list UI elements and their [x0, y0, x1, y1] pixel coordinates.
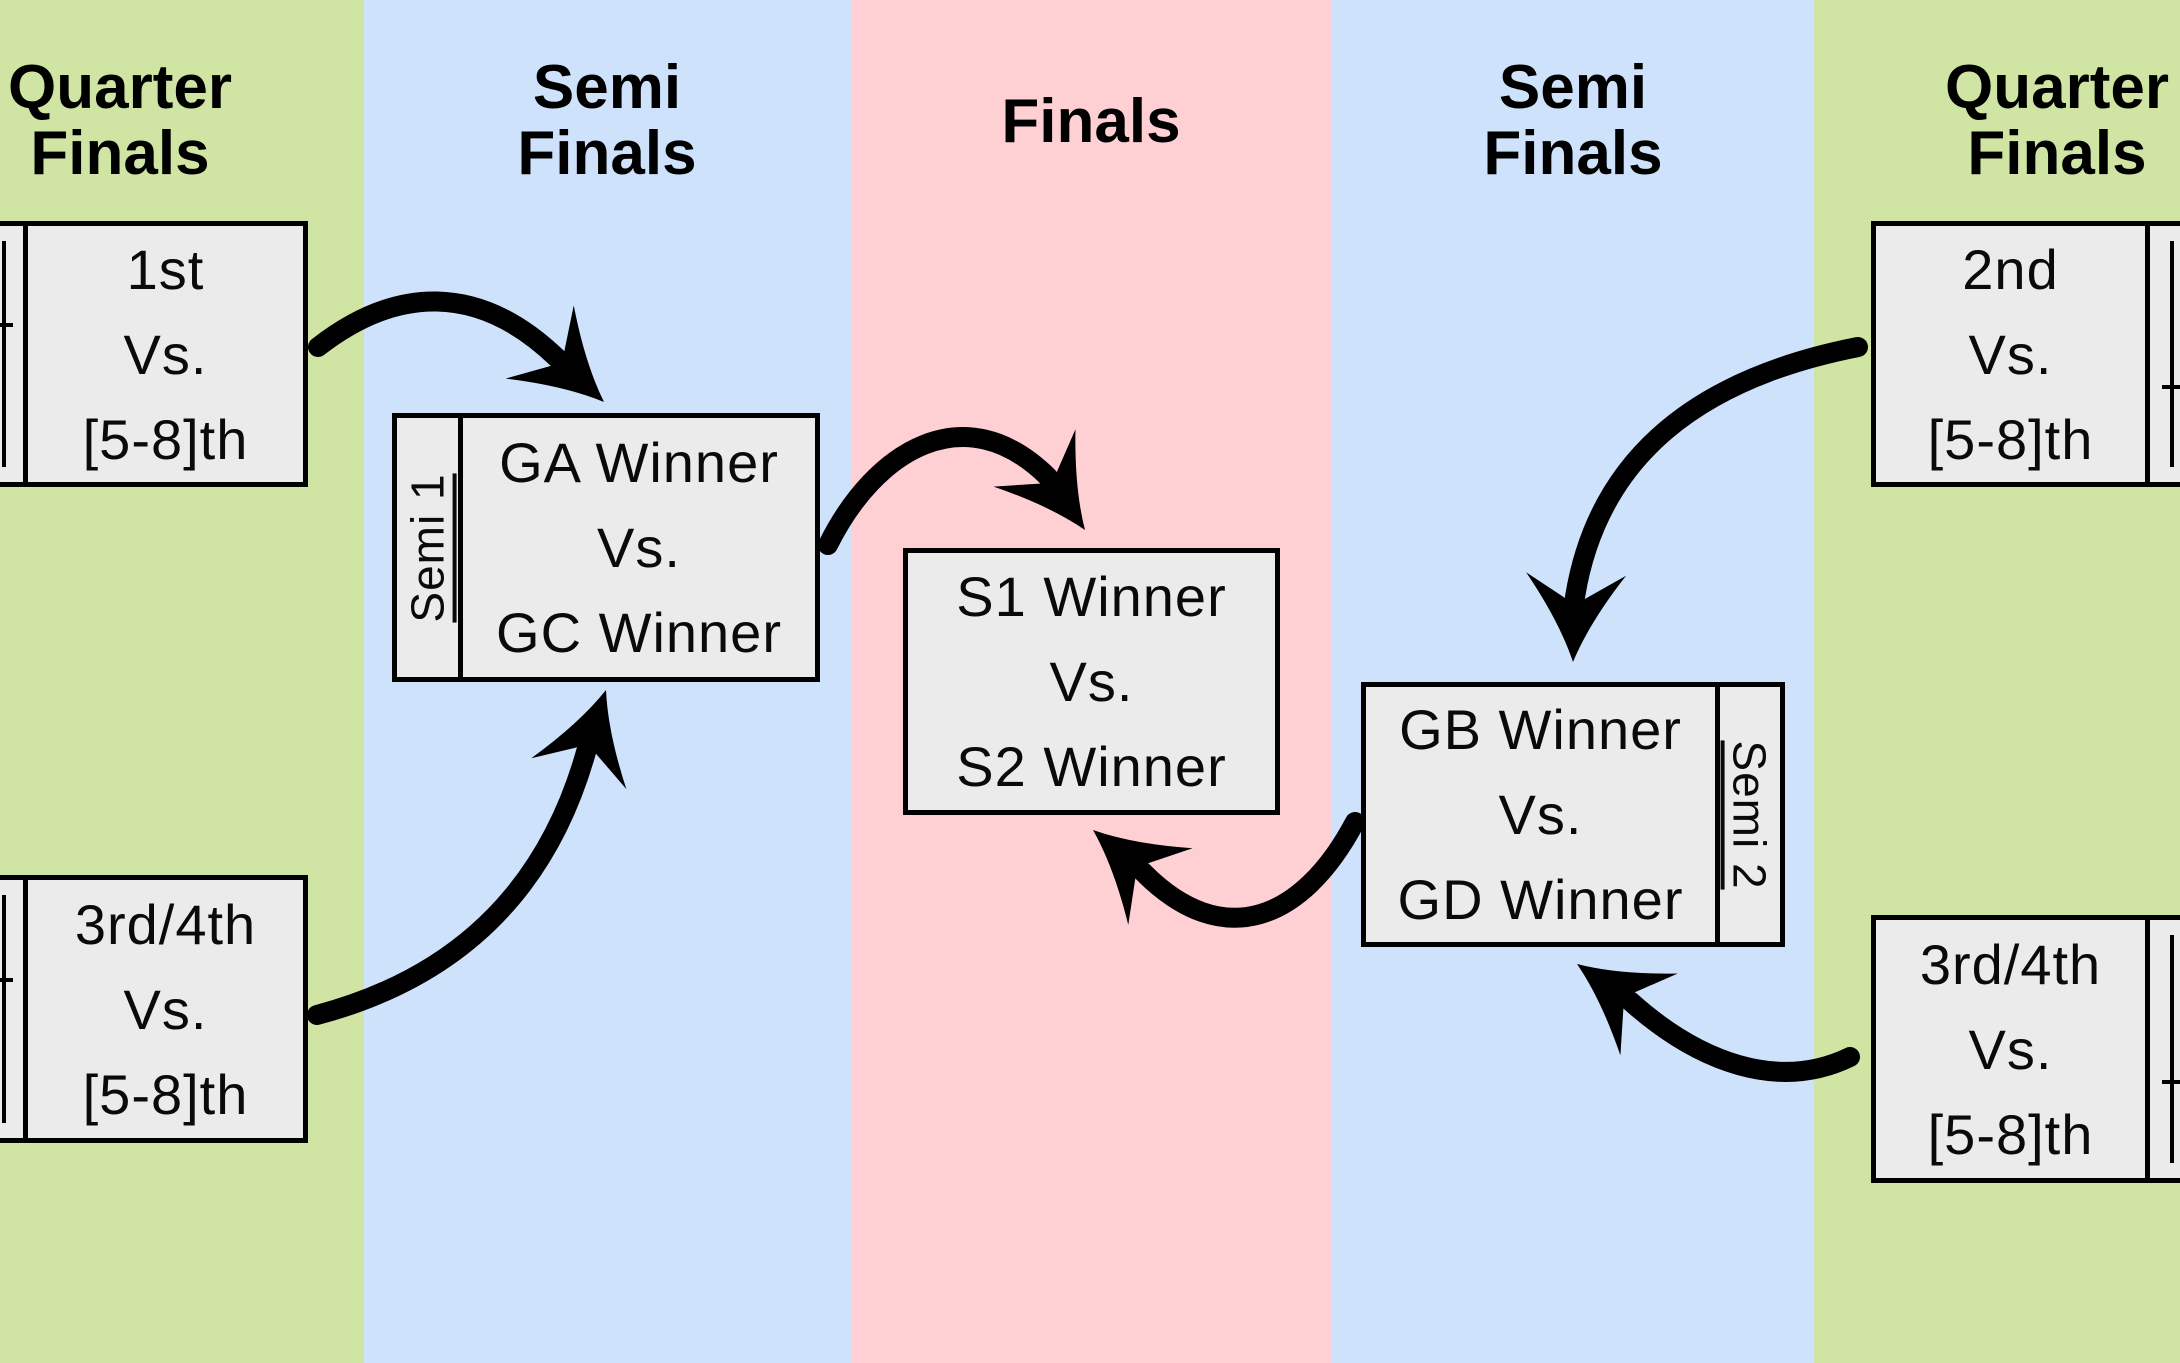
match-line: GB Winner: [1399, 698, 1682, 761]
clipped-label-strip: [2145, 920, 2180, 1178]
match-box-final: S1 Winner Vs. S2 Winner: [903, 548, 1280, 815]
match-line: GD Winner: [1397, 868, 1684, 931]
match-line: S2 Winner: [956, 735, 1227, 798]
column-quarter-finals-left: [0, 0, 364, 1363]
match-text: 2nd Vs. [5-8]th: [1876, 226, 2145, 482]
header-line: Finals: [30, 119, 210, 188]
match-line: Vs.: [1498, 783, 1583, 846]
match-box-semi1: Semi 1 GA Winner Vs. GC Winner: [392, 413, 820, 682]
match-line: [5-8]th: [82, 407, 249, 471]
match-line: [5-8]th: [1927, 1102, 2094, 1166]
match-text: S1 Winner Vs. S2 Winner: [908, 553, 1275, 810]
match-line: Vs.: [123, 322, 208, 386]
match-text: GA Winner Vs. GC Winner: [463, 418, 815, 677]
match-line: [5-8]th: [82, 1062, 249, 1126]
clipped-label-fragment: [0, 978, 13, 983]
match-line: Vs.: [1968, 1017, 2053, 1081]
clipped-label-fragment: [0, 323, 13, 328]
clipped-label-underline: [2, 241, 6, 467]
header-semi-finals-right: Semi Finals: [1323, 55, 1823, 187]
match-text: 1st Vs. [5-8]th: [28, 226, 303, 482]
clipped-label-strip: [2145, 226, 2180, 482]
semi1-label: Semi 1: [401, 472, 454, 623]
match-line: S1 Winner: [956, 565, 1227, 628]
semi1-label-strip: Semi 1: [397, 418, 463, 677]
match-line: GC Winner: [496, 601, 782, 664]
match-box-qf-left-top: 1st Vs. [5-8]th: [0, 221, 308, 487]
header-line: Semi: [532, 53, 682, 122]
header-line: Semi: [1498, 53, 1648, 122]
clipped-label-strip: [0, 226, 28, 482]
semi2-label: Semi 2: [1724, 739, 1777, 890]
match-box-qf-right-bottom: 3rd/4th Vs. [5-8]th: [1871, 915, 2180, 1183]
match-box-qf-left-bottom: 3rd/4th Vs. [5-8]th: [0, 875, 308, 1143]
header-line: Finals: [1001, 87, 1181, 156]
header-line: Quarter: [1945, 53, 2169, 122]
header-line: Finals: [1967, 119, 2147, 188]
match-text: 3rd/4th Vs. [5-8]th: [1876, 920, 2145, 1178]
match-line: 2nd: [1962, 237, 2059, 301]
header-line: Finals: [517, 119, 697, 188]
match-line: [5-8]th: [1927, 407, 2094, 471]
header-line: Quarter: [8, 53, 232, 122]
header-line: Finals: [1483, 119, 1663, 188]
match-box-qf-right-top: 2nd Vs. [5-8]th: [1871, 221, 2180, 487]
clipped-label-underline: [2, 895, 6, 1123]
match-line: 3rd/4th: [74, 892, 257, 956]
match-box-semi2: GB Winner Vs. GD Winner Semi 2: [1361, 682, 1785, 947]
match-line: 1st: [126, 237, 205, 301]
column-semi-finals-right: [1332, 0, 1814, 1363]
clipped-label-strip: [0, 880, 28, 1138]
clipped-label-underline: [2170, 935, 2174, 1163]
header-quarter-finals-left: Quarter Finals: [0, 55, 370, 187]
match-line: 3rd/4th: [1919, 932, 2102, 996]
clipped-label-fragment: [2162, 384, 2180, 389]
match-line: Vs.: [1968, 322, 2053, 386]
match-line: Vs.: [1049, 650, 1134, 713]
header-quarter-finals-right: Quarter Finals: [1807, 55, 2180, 187]
match-text: 3rd/4th Vs. [5-8]th: [28, 880, 303, 1138]
match-line: Vs.: [597, 516, 681, 579]
clipped-label-fragment: [2162, 1079, 2180, 1084]
clipped-label-underline: [2170, 241, 2174, 467]
header-finals: Finals: [841, 89, 1341, 155]
match-text: GB Winner Vs. GD Winner: [1366, 687, 1715, 942]
header-semi-finals-left: Semi Finals: [357, 55, 857, 187]
match-line: GA Winner: [499, 431, 779, 494]
match-line: Vs.: [123, 977, 208, 1041]
semi2-label-strip: Semi 2: [1715, 687, 1780, 942]
